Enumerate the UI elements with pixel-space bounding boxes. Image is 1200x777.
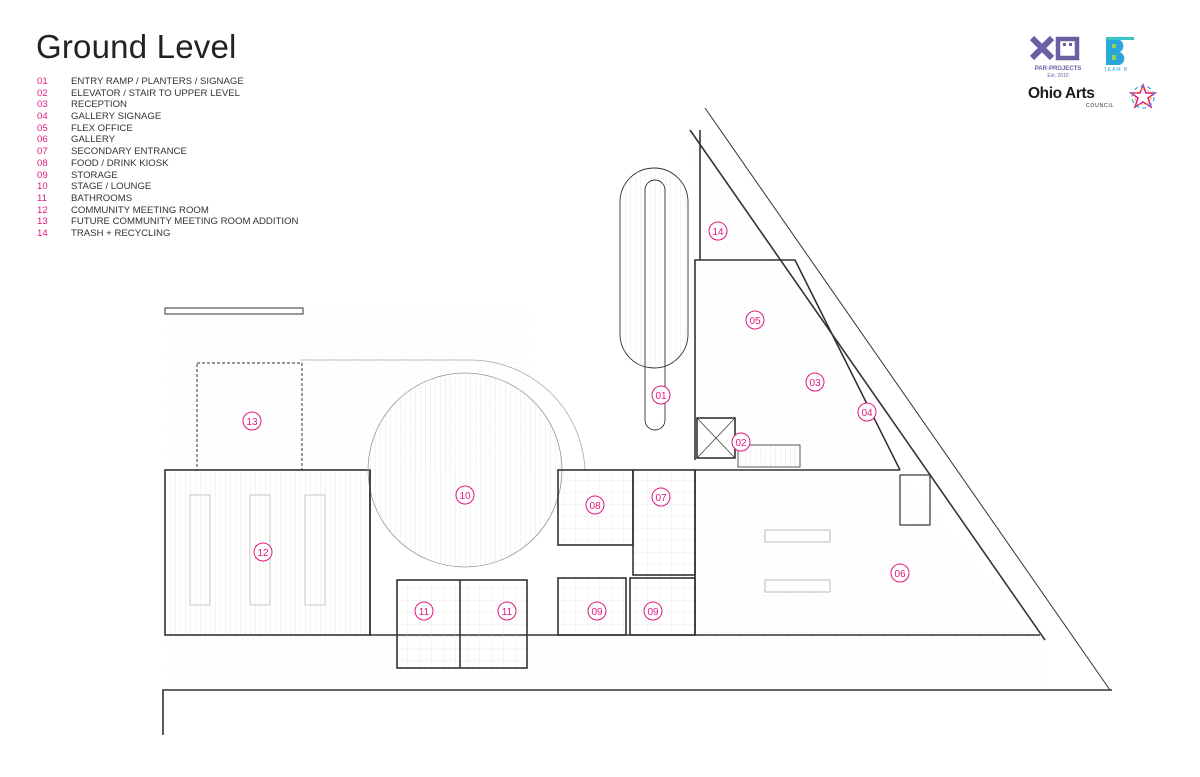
- marker-12: 12: [253, 542, 273, 562]
- marker-label: 01: [655, 391, 667, 402]
- marker-06: 06: [890, 563, 910, 583]
- marker-label: 08: [589, 501, 601, 512]
- legend-item: 03 RECEPTION: [37, 99, 298, 111]
- marker-label: 05: [749, 316, 761, 327]
- legend-item: 07 SECONDARY ENTRANCE: [37, 146, 298, 158]
- legend-number: 06: [37, 134, 48, 146]
- marker-label: 06: [894, 569, 906, 580]
- marker-05: 05: [745, 310, 765, 330]
- room-legend: 01 ENTRY RAMP / PLANTERS / SIGNAGE 02 ELEV…: [37, 76, 298, 240]
- legend-label: FOOD / DRINK KIOSK: [71, 157, 169, 169]
- marker-04: 04: [857, 402, 877, 422]
- logo-group: PAR-PROJECTS Est. 2010 TEAM B Ohio Arts …: [1020, 34, 1160, 114]
- marker-08: 08: [585, 495, 605, 515]
- marker-label: 14: [712, 227, 724, 238]
- team-b-logo-icon: [1106, 37, 1134, 65]
- marker-09: 09: [587, 601, 607, 621]
- marker-14: 14: [708, 221, 728, 241]
- legend-label: BATHROOMS: [71, 192, 133, 204]
- legend-label: TRASH + RECYCLING: [71, 227, 171, 239]
- legend-number: 05: [37, 122, 48, 134]
- legend-number: 02: [37, 87, 48, 99]
- legend-item: 06 GALLERY: [37, 134, 298, 146]
- legend-number: 07: [37, 146, 48, 158]
- legend-item: 05 FLEX OFFICE: [37, 123, 298, 135]
- legend-number: 09: [37, 169, 48, 181]
- marker-label: 09: [591, 607, 603, 618]
- marker-label: 04: [861, 408, 873, 419]
- page-title: Ground Level: [36, 28, 237, 65]
- legend-label: FLEX OFFICE: [71, 122, 133, 134]
- par-projects-name: PAR-PROJECTS: [1034, 66, 1082, 72]
- marker-10: 10: [455, 485, 475, 505]
- legend-item: 10 STAGE / LOUNGE: [37, 181, 298, 193]
- marker-label: 12: [257, 548, 269, 559]
- legend-number: 01: [37, 76, 48, 87]
- legend-label: STORAGE: [71, 169, 118, 181]
- marker-label: 03: [809, 378, 821, 389]
- legend-item: 04 GALLERY SIGNAGE: [37, 111, 298, 123]
- room-markers: 01 02 03 04 05 06 07 08 09 09 10 11 11 1…: [242, 221, 910, 621]
- legend-item: 14 TRASH + RECYCLING: [37, 228, 298, 240]
- partner-logos-icon: [1029, 35, 1158, 109]
- legend-number: 14: [37, 227, 48, 239]
- legend-number: 10: [37, 181, 48, 193]
- par-projects-est: Est. 2010: [1047, 73, 1069, 79]
- marker-label: 02: [735, 438, 747, 449]
- ohio-arts-star-icon: [1128, 82, 1158, 109]
- team-b-name: TEAM B: [1103, 67, 1129, 73]
- legend-label: SECONDARY ENTRANCE: [71, 146, 187, 158]
- marker-03: 03: [805, 372, 825, 392]
- legend-label: GALLERY SIGNAGE: [71, 111, 162, 123]
- marker-label: 11: [419, 607, 430, 618]
- legend-item: 11 BATHROOMS: [37, 193, 298, 205]
- marker-07: 07: [651, 487, 671, 507]
- marker-11: 11: [497, 601, 517, 621]
- legend-label: STAGE / LOUNGE: [71, 181, 152, 193]
- legend-item: 12 COMMUNITY MEETING ROOM: [37, 205, 298, 217]
- marker-13: 13: [242, 411, 262, 431]
- legend-number: 13: [37, 216, 48, 228]
- legend-label: FUTURE COMMUNITY MEETING ROOM ADDITION: [71, 216, 299, 228]
- marker-11: 11: [414, 601, 434, 621]
- marker-label: 13: [246, 417, 258, 428]
- legend-item: 09 STORAGE: [37, 170, 298, 182]
- legend-label: GALLERY: [71, 134, 116, 146]
- marker-label: 10: [459, 491, 471, 502]
- legend-label: COMMUNITY MEETING ROOM: [71, 204, 209, 216]
- legend-item: 08 FOOD / DRINK KIOSK: [37, 158, 298, 170]
- legend-number: 11: [37, 192, 47, 204]
- marker-02: 02: [731, 432, 751, 452]
- legend-item: 02 ELEVATOR / STAIR TO UPPER LEVEL: [37, 88, 298, 100]
- legend-label: RECEPTION: [71, 99, 127, 111]
- par-projects-logo-icon: [1029, 35, 1080, 61]
- marker-label: 09: [647, 607, 659, 618]
- legend-number: 04: [37, 111, 48, 123]
- legend-number: 03: [37, 99, 48, 111]
- legend-number: 08: [37, 157, 48, 169]
- marker-label: 11: [502, 607, 513, 618]
- legend-label: ELEVATOR / STAIR TO UPPER LEVEL: [71, 87, 241, 99]
- ohio-arts-name: Ohio Arts: [1028, 85, 1095, 102]
- building-walls: [162, 107, 1112, 735]
- legend-item: 01 ENTRY RAMP / PLANTERS / SIGNAGE: [37, 76, 298, 88]
- marker-01: 01: [651, 385, 671, 405]
- legend-label: ENTRY RAMP / PLANTERS / SIGNAGE: [71, 76, 244, 87]
- marker-09: 09: [643, 601, 663, 621]
- legend-item: 13 FUTURE COMMUNITY MEETING ROOM ADDITION: [37, 216, 298, 228]
- legend-number: 12: [37, 204, 48, 216]
- marker-label: 07: [655, 493, 667, 504]
- ohio-arts-council: COUNCIL: [1086, 103, 1115, 109]
